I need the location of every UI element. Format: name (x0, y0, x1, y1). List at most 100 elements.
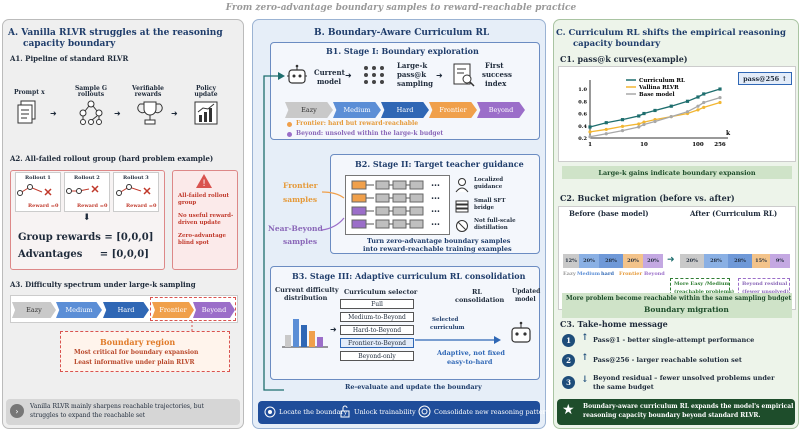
data-point (696, 108, 700, 112)
data-point (653, 119, 657, 124)
data-point (685, 110, 690, 114)
a3-title: A3. Difficulty spectrum under large-k sa… (10, 280, 196, 289)
panel-c-title-2: capacity boundary (573, 39, 661, 49)
arrow-b3-1: ➜ (330, 325, 337, 334)
person-icon (455, 178, 469, 193)
legend-label-1: Vallina RLVR (638, 85, 679, 91)
books-icon (455, 200, 469, 213)
pipe-label-4: Policy update (194, 85, 218, 98)
footer-consolidate: Consolidate new reasoning patterns (434, 408, 554, 416)
data-point (718, 96, 722, 100)
b3-title: B3. Stage III: Adaptive curriculum RL co… (292, 271, 526, 281)
turn-1: Turn zero-advantage boundary samples (367, 237, 511, 245)
msg-3a: Beyond residual – fewer unsolved problem… (593, 374, 775, 382)
msg-1: Pass@1 - better single-attempt performan… (593, 336, 755, 344)
pass-badge: pass@256 ↑ (738, 72, 792, 85)
panel-a-footer (6, 399, 240, 425)
after-hard: 28% (728, 254, 752, 268)
up-arrow-1: ↑ (581, 333, 589, 343)
step-block (375, 206, 390, 216)
legend-label-2: Base model (639, 92, 675, 98)
after-medium: 28% (704, 254, 728, 268)
reward-1: Reward =0 (28, 203, 59, 209)
boundary-highlight (150, 297, 236, 321)
warning-2: group (178, 200, 197, 206)
b1-spec-frontier: Frontier (429, 102, 477, 118)
step-block (392, 180, 407, 190)
before-label-beyond: Beyond (644, 271, 665, 277)
after-beyond: 9% (770, 254, 790, 268)
down-arrow: ⬇ (83, 213, 91, 223)
near-beyond-2: samples (283, 237, 318, 246)
no-distillation-icon (456, 220, 468, 232)
rl-consolidation-2: consolidation (455, 296, 505, 304)
before-eazy: 12% (563, 254, 579, 268)
step-block (392, 206, 407, 216)
y-tick-label: 0.6 (578, 112, 587, 118)
frontier-samples-1: Frontier (283, 181, 318, 190)
more-easy-1: More Easy /Medium (674, 281, 730, 287)
guidance-4: bridge (474, 205, 495, 211)
x-tick-label: 100 (692, 142, 704, 148)
option-medium-beyond[interactable]: Medium-to-Beyond (340, 312, 414, 322)
more-easy-2: (reachable problems) (674, 289, 735, 295)
warning-4: driven update (178, 220, 221, 226)
arrow-b1-1: ➜ (345, 71, 352, 80)
data-point (702, 100, 706, 105)
msg-2: Pass@256 - larger reachable solution set (593, 356, 742, 364)
data-point (696, 95, 700, 99)
a1-title: A1. Pipeline of standard RLVR (10, 54, 129, 63)
distribution-icon (282, 319, 328, 348)
step-block (409, 180, 424, 190)
b1-box (270, 42, 540, 140)
panel-a-footer-2: struggles to expand the reachable set (30, 412, 146, 419)
panel-b-footer (258, 401, 540, 424)
option-full[interactable]: Full (340, 299, 414, 309)
data-point (588, 125, 592, 129)
option-beyond-only[interactable]: Beyond-only (340, 351, 414, 361)
y-tick-label: 0.8 (578, 99, 587, 105)
migration-arrow: ➜ (667, 255, 675, 265)
data-point (620, 124, 625, 128)
data-point (620, 129, 625, 133)
rollout-label-3: Rollout 3 (123, 175, 149, 181)
main-title: From zero-advantage boundary samples to … (225, 3, 577, 13)
b1-spec-hard: Hard (381, 102, 429, 118)
first-success-3: index (485, 79, 507, 88)
panel-c-footer-1: Boundary-aware curriculum RL expands the… (583, 403, 794, 410)
adaptive-1: Adaptive, not fixed (437, 349, 505, 357)
panel-c-footer (557, 399, 795, 425)
msg-3b: the same budget (593, 383, 654, 391)
sample-block (351, 206, 367, 216)
frontier-samples-2: samples (283, 195, 318, 204)
arrow-2: ➜ (114, 109, 121, 118)
gain-note: Large-k gains indicate boundary expansio… (562, 166, 792, 179)
step-block (392, 219, 407, 229)
spectrum-beyond: Beyond (193, 302, 235, 318)
frontier-note: Frontier: hard but reward-reachable (296, 120, 419, 127)
ellipsis-4: … (431, 218, 440, 228)
spectrum-hard: Hard (103, 302, 149, 318)
boundary-region-title: Boundary region (100, 337, 176, 347)
chevron-right-icon: › (10, 404, 24, 418)
step-block (409, 206, 424, 216)
data-point (637, 114, 641, 118)
star-icon: ★ (562, 402, 575, 418)
before-label-eazy: Eazy (563, 271, 576, 277)
advantages: Advantages = [0,0,0] (18, 249, 149, 260)
guidance-2: guidance (474, 184, 503, 190)
rollout-label-2: Rollout 2 (74, 175, 100, 181)
rl-consolidation-1: RL (472, 288, 482, 296)
svg-text:!: ! (202, 179, 206, 189)
spectrum-eazy: Eazy (12, 302, 56, 318)
num-2: 2 (562, 354, 575, 367)
panel-c-title: C. Curriculum RL shifts the empirical re… (556, 28, 786, 38)
a2-title: A2. All-failed rollout group (hard probl… (10, 154, 214, 163)
data-point (604, 132, 608, 136)
data-point (637, 122, 641, 126)
x-axis-label: k (726, 130, 731, 137)
option-frontier-beyond[interactable]: Frontier-to-Beyond (340, 338, 414, 348)
option-hard-beyond[interactable]: Hard-to-Beyond (340, 325, 414, 335)
pipe-label-3: Verifiable rewards (132, 85, 164, 98)
x-tick-label: 1 (588, 142, 592, 148)
